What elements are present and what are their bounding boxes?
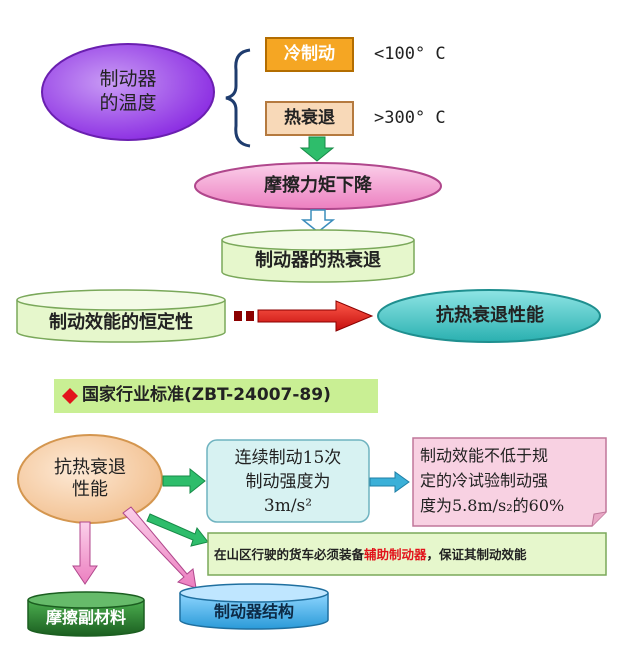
brake-structure-cylinder: [179, 593, 329, 630]
requirement-line-3: 度为5.8m/s₂的60%: [420, 496, 565, 515]
anti-fade-performance-label: 抗热衰退 性能: [54, 456, 126, 501]
requirement-line-1: 制动效能不低于规: [420, 446, 549, 465]
anti-fade-ellipse: [377, 289, 601, 343]
test-line-2: 制动强度为: [245, 472, 331, 492]
thermal-fade-cylinder: [221, 240, 415, 283]
friction-material-cylinder-top: [27, 591, 145, 609]
brake-temp-ellipse: [41, 43, 215, 141]
cold-value: <100° C: [374, 44, 446, 64]
test-box: [206, 439, 370, 523]
arrow-to-test-box: [162, 467, 206, 495]
requirement-line-2: 定的冷试验制动强: [420, 471, 549, 490]
standard-title-bar: [54, 379, 378, 413]
standard-title: 国家行业标准(ZBT-24007-89): [82, 385, 331, 406]
brake-structure-cylinder-top: [179, 583, 329, 603]
cold-brake-label: 冷制动: [284, 43, 335, 64]
arrow-torque-to-fade: [300, 209, 336, 233]
friction-material-cylinder: [27, 600, 145, 637]
test-text: 连续制动15次 制动强度为 3m/s²: [207, 446, 369, 518]
friction-material-label: 摩擦副材料: [45, 608, 126, 627]
cold-box: [265, 37, 354, 72]
brake-temp-label: 制动器 的温度: [99, 68, 157, 114]
thermal-fade-label: 制动器的热衰退: [255, 249, 381, 271]
arrow-to-brake-structure: [122, 506, 197, 589]
red-arrow: [257, 300, 374, 332]
fade-label: 热衰退: [284, 107, 335, 128]
torque-drop-label: 摩擦力矩下降: [264, 174, 372, 196]
red-arrow-dash-1: [234, 311, 242, 321]
mountain-rule-box: [207, 532, 607, 576]
auxiliary-brake-emphasis: 辅助制动器: [364, 547, 427, 562]
arrow-to-requirement: [369, 471, 410, 493]
requirement-text: 制动效能不低于规 定的冷试验制动强 度为5.8m/s₂的60%: [420, 443, 606, 518]
arrow-to-mountain-box: [146, 513, 209, 547]
mountain-rule-post: ，保证其制动效能: [426, 547, 527, 562]
fade-box: [265, 101, 354, 136]
diamond-icon: [62, 388, 78, 404]
arrow-fade-to-torque: [299, 136, 335, 162]
mountain-rule-text: 在山区行驶的货车必须装备辅助制动器，保证其制动效能: [214, 544, 606, 563]
test-line-3: 3m/s²: [263, 496, 313, 516]
fade-value: >300° C: [374, 108, 446, 128]
requirement-box-fold: [591, 511, 607, 527]
torque-drop-ellipse: [194, 162, 442, 210]
arrow-to-friction-material: [72, 521, 98, 585]
brace: [225, 48, 251, 148]
red-arrow-dash-2: [246, 311, 254, 321]
anti-fade-label: 抗热衰退性能: [436, 304, 544, 326]
stability-cylinder: [16, 300, 226, 343]
stability-cylinder-top: [16, 289, 226, 311]
test-line-1: 连续制动15次: [234, 448, 342, 468]
stability-label: 制动效能的恒定性: [49, 311, 193, 333]
mountain-rule-pre: 在山区行驶的货车必须装备: [214, 547, 365, 562]
thermal-fade-cylinder-top: [221, 229, 415, 251]
brake-structure-label: 制动器结构: [213, 602, 294, 621]
